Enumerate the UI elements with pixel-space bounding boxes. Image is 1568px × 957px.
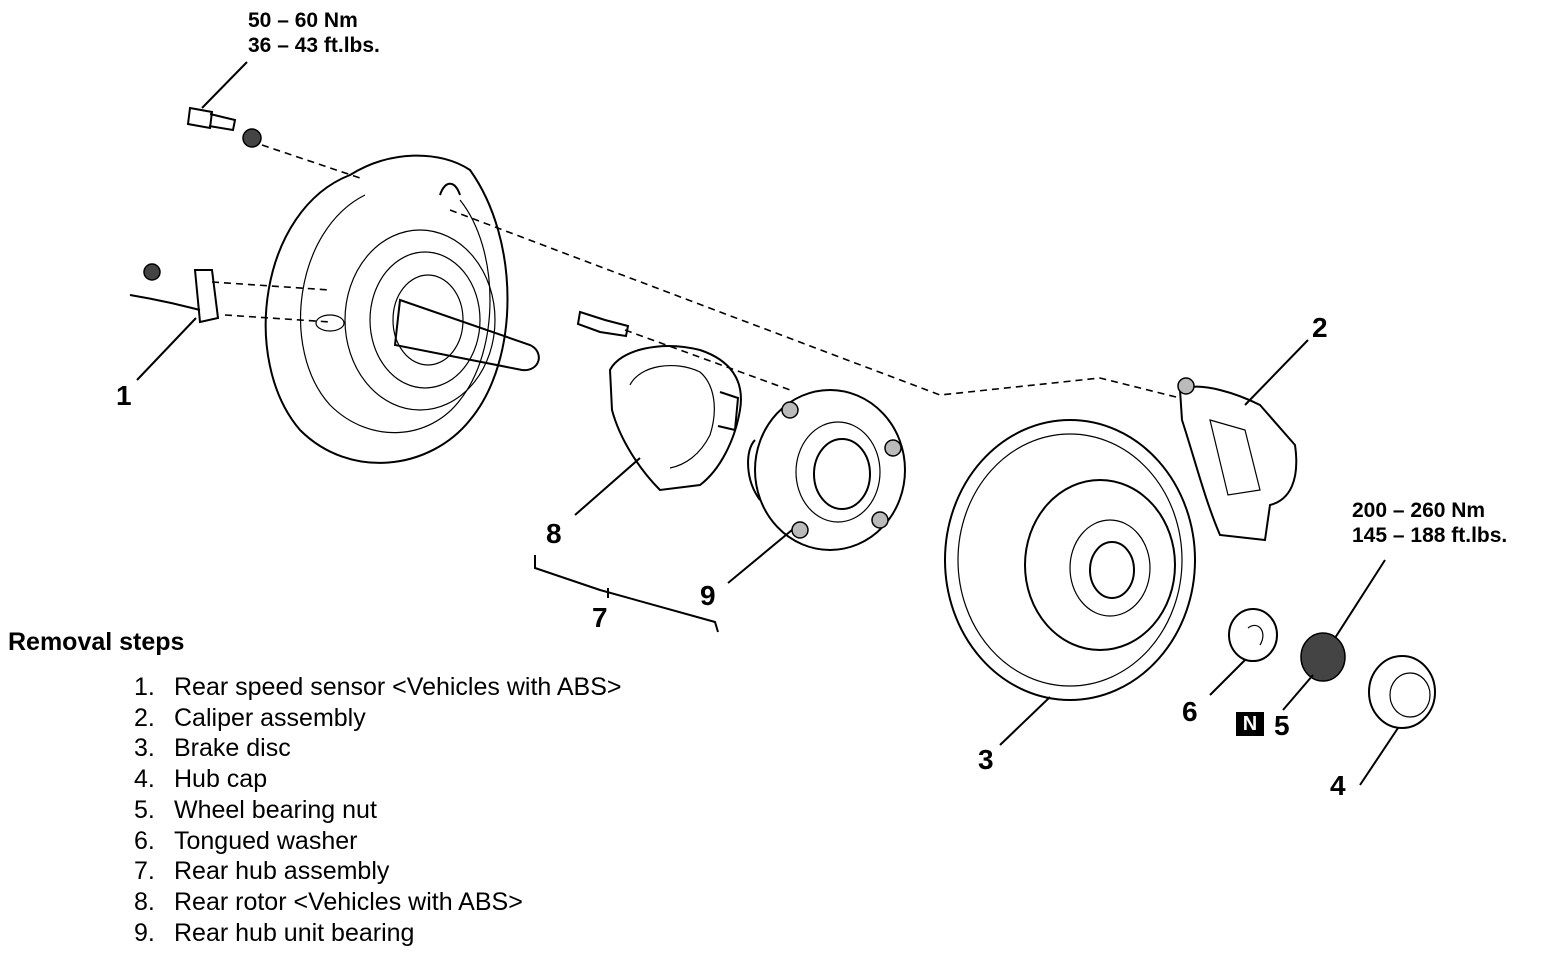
step-item: 2. Caliper assembly	[134, 703, 622, 734]
step-item: 9. Rear hub unit bearing	[134, 918, 622, 949]
step-number: 6.	[134, 826, 155, 855]
abs-rotor	[576, 310, 742, 492]
torque-sensor-metric: 50 – 60 Nm	[248, 9, 358, 32]
callout-4: 4	[1330, 770, 1346, 801]
brake-disc	[944, 419, 1196, 701]
leader-lines	[136, 61, 1399, 786]
step-text: Rear speed sensor <Vehicles with ABS>	[174, 673, 622, 701]
step-text: Rear rotor <Vehicles with ABS>	[174, 887, 523, 916]
alignment-lines	[211, 144, 1181, 399]
step-number: 4.	[134, 765, 155, 794]
step-item: 3. Brake disc	[134, 733, 622, 764]
step-text: Rear hub assembly	[174, 857, 390, 886]
callout-1: 1	[116, 380, 132, 411]
step-item: 1. Rear speed sensor <Vehicles with ABS>	[134, 672, 622, 703]
callout-5: 5	[1274, 710, 1290, 741]
step-item: 6. Tongued washer	[134, 826, 622, 857]
torque-sensor-bolt: 50 – 60 Nm 36 – 43 ft.lbs.	[248, 8, 380, 58]
sensor-bolt	[186, 106, 262, 148]
torque-bearing-nut: 200 – 260 Nm 145 – 188 ft.lbs.	[1352, 498, 1507, 548]
step-item: 4. Hub cap	[134, 764, 622, 795]
step-number: 9.	[134, 918, 155, 947]
step-item: 8. Rear rotor <Vehicles with ABS>	[134, 887, 622, 918]
callout-9: 9	[700, 580, 716, 611]
removal-steps-list: 1.Rear speed sensor <Vehicles with ABS> …	[134, 672, 622, 948]
non-reusable-badge: N	[1236, 712, 1264, 736]
callout-2: 2	[1312, 312, 1328, 343]
step-item: 5. Wheel bearing nut	[134, 795, 622, 826]
step-number: 3.	[134, 734, 155, 763]
step-text: Caliper assembly	[174, 703, 366, 732]
step-text: Wheel bearing nut	[174, 795, 377, 824]
step-number: 8.	[134, 887, 155, 916]
torque-sensor-imperial: 36 – 43 ft.lbs.	[248, 34, 380, 57]
step-text: Brake disc	[174, 734, 291, 763]
backing-plate	[264, 154, 540, 464]
torque-nut-imperial: 145 – 188 ft.lbs.	[1352, 524, 1508, 547]
step-number: 2.	[134, 703, 155, 732]
torque-nut-metric: 200 – 260 Nm	[1352, 499, 1486, 522]
callout-7: 7	[592, 602, 608, 633]
removal-title: Removal steps	[8, 628, 185, 656]
step-number: 5.	[134, 795, 155, 824]
step-number: 7.	[134, 857, 155, 886]
caliper	[1177, 377, 1298, 542]
small-parts	[1228, 608, 1436, 729]
step-number: 1.	[134, 673, 155, 701]
callout-6: 6	[1182, 696, 1198, 727]
step-text: Tongued washer	[174, 826, 358, 855]
step-text: Rear hub unit bearing	[174, 918, 415, 947]
speed-sensor	[129, 263, 220, 324]
hub-bearing	[747, 389, 906, 551]
callout-3: 3	[978, 744, 994, 775]
step-text: Hub cap	[174, 765, 268, 794]
step-item: 7. Rear hub assembly	[134, 856, 622, 887]
callout-8: 8	[546, 518, 562, 549]
